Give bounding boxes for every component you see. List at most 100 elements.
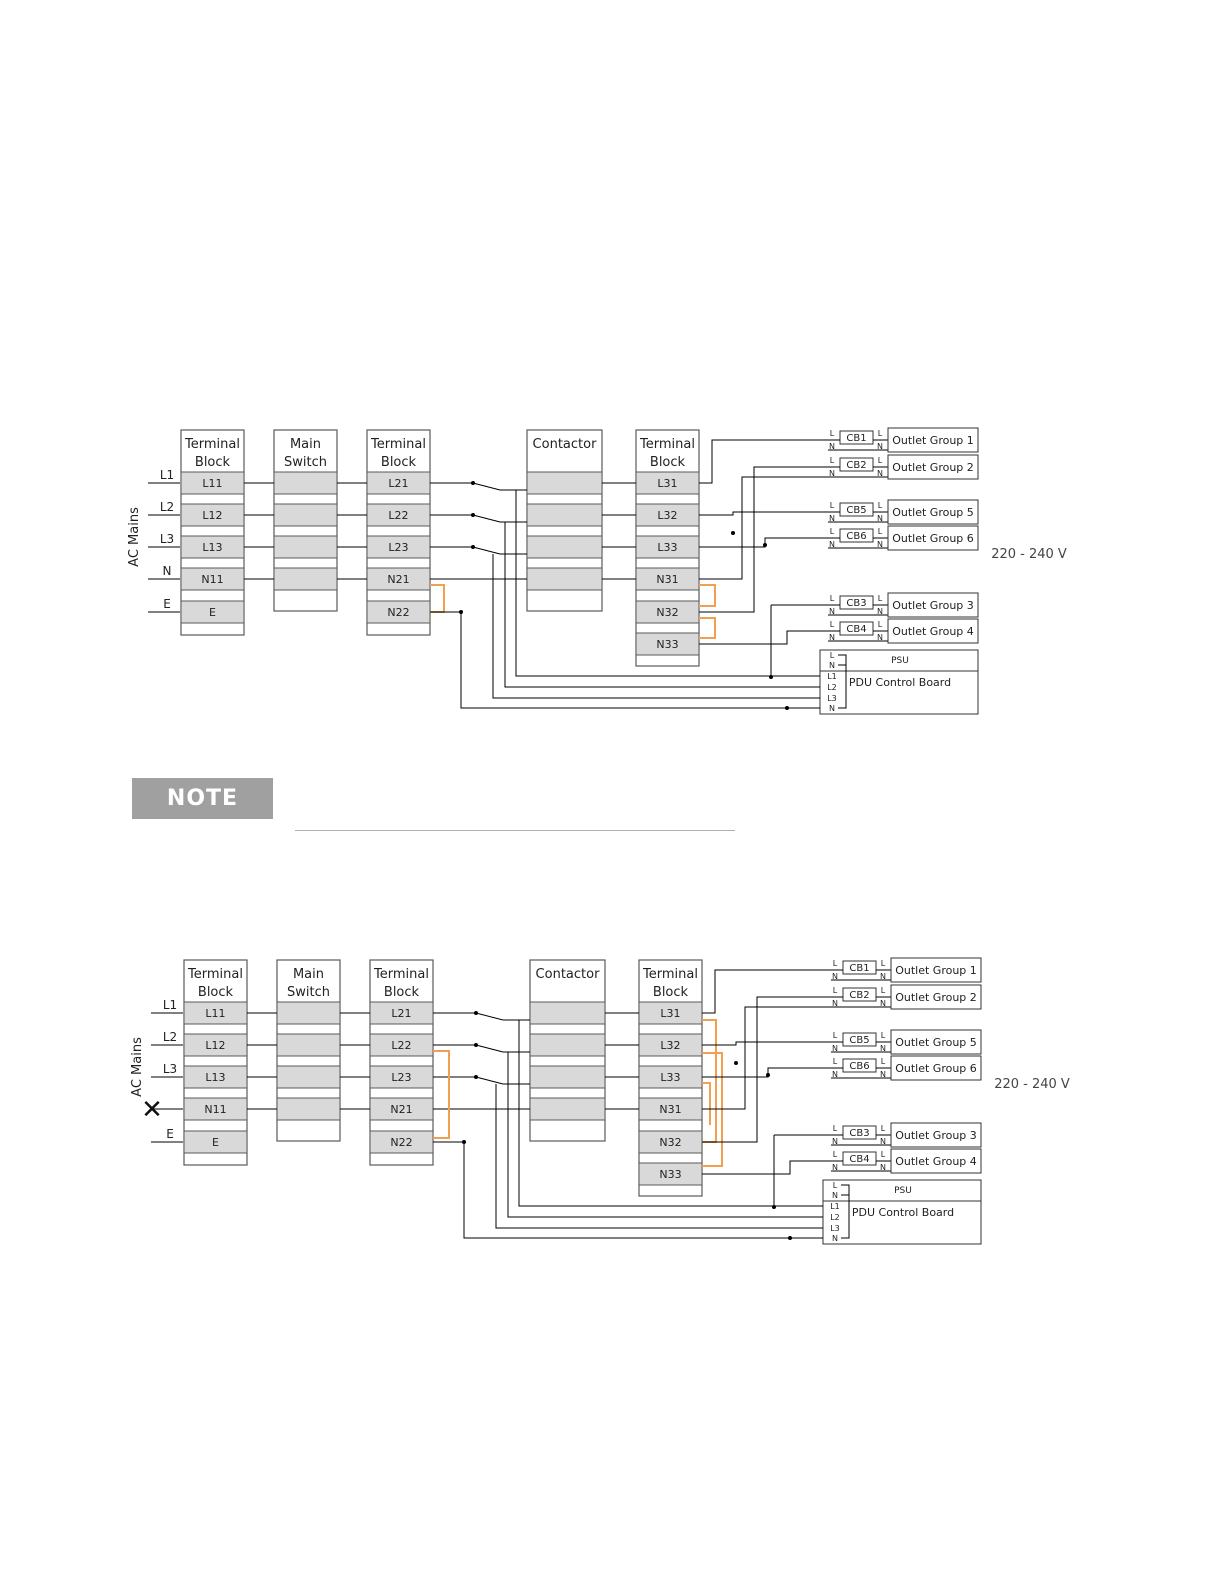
junction-dot (763, 543, 767, 547)
diagram-svg: AC MainsL1L2L3NETerminalBlockL11L12L13N1… (127, 427, 1067, 715)
feed-wire-1 (702, 969, 831, 1014)
og-pin-l: L (878, 527, 883, 536)
main-switch-title-1: Main (293, 967, 324, 982)
breaker-label-cb6: CB6 (846, 531, 866, 542)
tb2-cell-l21-label: L21 (391, 1007, 411, 1020)
cb-pin-l: L (830, 620, 835, 629)
cb-pin-l: L (833, 1150, 838, 1159)
junction-dot (734, 1061, 738, 1065)
og-pin-l: L (878, 620, 883, 629)
mains-line-label-l2: L2 (163, 1030, 177, 1044)
tb3-cell-n32-label: N32 (659, 1136, 681, 1149)
mains-line-label-l1: L1 (163, 998, 177, 1012)
pdu-pin-1: N (832, 1191, 838, 1200)
main-switch-title-1: Main (290, 437, 321, 452)
breaker-label-cb3: CB3 (846, 598, 866, 609)
pdu-pin-4: L3 (830, 1224, 840, 1233)
cb-pin-n: N (829, 469, 835, 478)
outlet-group-label: Outlet Group 5 (892, 506, 974, 519)
og-pin-l: L (878, 594, 883, 603)
feed-wire-n32 (699, 466, 828, 613)
tb3-cell-l31-label: L31 (660, 1007, 680, 1020)
breaker-label-cb6: CB6 (849, 1061, 869, 1072)
mains-line-label-l3: L3 (163, 1062, 177, 1076)
contact-blade (472, 514, 501, 523)
pdu-pin-0: L (833, 1181, 838, 1190)
outlet-group-1 (887, 427, 979, 453)
breaker-cb3 (842, 1125, 877, 1140)
pdu-feed-1 (518, 1020, 823, 1207)
pdu-pin-5: N (829, 704, 835, 713)
outlet-group-6 (890, 1148, 982, 1174)
contactor: Contactor (529, 959, 606, 1142)
cb-pin-n: N (832, 1070, 838, 1079)
cb-pin-l: L (830, 501, 835, 510)
terminal-block-input-title-2: Block (195, 455, 231, 470)
terminal-block-input-title-1: Terminal (184, 437, 240, 452)
contactor: Contactor (526, 429, 603, 612)
cb-pin-l: L (833, 959, 838, 968)
contactor-pole-1 (529, 1001, 606, 1025)
cb-pin-l: L (830, 527, 835, 536)
ac-mains-label: AC Mains (127, 507, 142, 567)
terminal-block-input-title-1: Terminal (187, 967, 243, 982)
tb1-cell-e-label: E (209, 606, 216, 619)
feed-wire-2 (702, 1041, 831, 1046)
cb-pin-n: N (829, 633, 835, 642)
jumper-n21-n22 (430, 584, 445, 613)
outlet-group-1 (890, 957, 982, 983)
pdu-internal-bus (841, 1184, 850, 1239)
jumper-l22-n22 (433, 1050, 450, 1139)
tb1-cell-n11-label: N11 (201, 573, 223, 586)
contactor-pole-4 (526, 567, 603, 591)
feed-wire-4 (702, 1006, 831, 1110)
tb2-cell-l23-label: L23 (388, 541, 408, 554)
switch-pole-4 (273, 567, 338, 591)
voltage-label: 220 - 240 V (991, 547, 1067, 562)
outlet-group-4 (890, 1055, 982, 1081)
cb-pin-l: L (830, 429, 835, 438)
tb3-cell-l33-label: L33 (657, 541, 677, 554)
og-pin-n: N (880, 999, 886, 1008)
contactor-title: Contactor (536, 967, 601, 982)
contactor-pole-4 (529, 1097, 606, 1121)
note-badge: NOTE (132, 778, 273, 819)
og-pin-l: L (881, 986, 886, 995)
outlet-group-3 (887, 499, 979, 525)
pdu-pin-0: L (830, 651, 835, 660)
terminal-block-input-title-2: Block (198, 985, 234, 1000)
feed-wire-1 (699, 439, 828, 484)
feed-wire-n33 (702, 1160, 831, 1175)
pdu-feed-4 (463, 1142, 823, 1239)
outlet-group-2 (887, 454, 979, 480)
tb1-cell-e-label: E (212, 1136, 219, 1149)
contactor-title: Contactor (533, 437, 598, 452)
outlet-group-4 (887, 525, 979, 551)
cb-pin-l: L (830, 594, 835, 603)
terminal-block-output-title-1: Terminal (639, 437, 695, 452)
pdu-feed-2 (504, 522, 820, 688)
breaker-cb2 (842, 987, 877, 1002)
terminal-block-output-title-1: Terminal (642, 967, 698, 982)
cb-pin-l: L (830, 456, 835, 465)
og-pin-n: N (880, 1044, 886, 1053)
tb2-cell-l23-label: L23 (391, 1071, 411, 1084)
junction-dot (766, 1073, 770, 1077)
pdu-pin-3: L2 (827, 683, 837, 692)
jumper-n31-n32 (699, 584, 716, 607)
neutral-broken-icon: ✕ (141, 1095, 163, 1125)
mains-line-label-l2: L2 (160, 500, 174, 514)
cb-pin-n: N (832, 972, 838, 981)
switch-pole-3 (276, 1065, 341, 1089)
mains-line-label-e: E (166, 1127, 174, 1141)
cb-pin-l: L (833, 1031, 838, 1040)
tb3-cell-n33-label: N33 (659, 1168, 681, 1181)
og-pin-n: N (880, 972, 886, 981)
outlet-group-6 (887, 618, 979, 644)
og-pin-l: L (881, 1124, 886, 1133)
